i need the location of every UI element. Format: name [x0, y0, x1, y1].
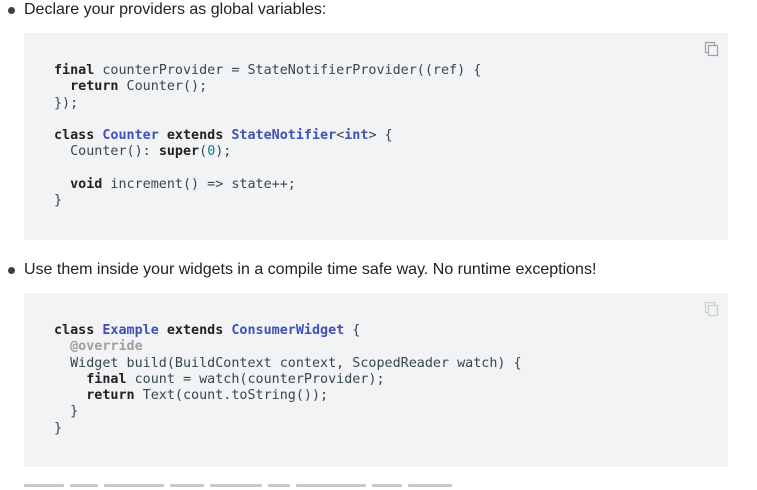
copy-code-button[interactable] [704, 41, 720, 57]
cut-off-text-line [24, 484, 504, 490]
bullet-dot [8, 266, 15, 274]
code-line: final counterProvider = StateNotifierPro… [54, 63, 482, 78]
copy-code-button[interactable] [704, 301, 720, 317]
code-line: } [54, 420, 63, 436]
code-line: Counter(): super(0); [54, 144, 232, 160]
code-line: return Counter(); [70, 79, 208, 95]
code-block-widget: class Example extends ConsumerWidget { @… [24, 293, 728, 467]
code-line: Widget build(BuildContext context, Scope… [54, 355, 522, 371]
code-line: return Text(count.toString()); [86, 388, 329, 404]
code-line: void increment() => state++; [70, 177, 296, 193]
code-line: class Example extends ConsumerWidget { [54, 323, 361, 338]
code-line: final count = watch(counterProvider); [86, 371, 385, 387]
code-line: } [54, 404, 79, 420]
copy-icon [704, 41, 719, 57]
code-listing: class Example extends ConsumerWidget { @… [54, 323, 522, 437]
bullet-item-use-in-widgets: Use them inside your widgets in a compil… [8, 260, 596, 280]
bullet-text: Use them inside your widgets in a compil… [24, 261, 597, 278]
code-line: }); [54, 95, 79, 111]
bullet-dot [8, 6, 15, 14]
code-line: } [54, 193, 63, 209]
bullet-text: Declare your providers as global variabl… [24, 1, 327, 18]
code-listing: final counterProvider = StateNotifierPro… [54, 63, 481, 210]
code-line: class Counter extends StateNotifier<int>… [54, 128, 393, 144]
code-line: @override [70, 339, 143, 355]
code-block-providers: final counterProvider = StateNotifierPro… [24, 33, 728, 240]
copy-icon [704, 301, 719, 317]
bullet-item-declare-providers: Declare your providers as global variabl… [8, 0, 326, 20]
